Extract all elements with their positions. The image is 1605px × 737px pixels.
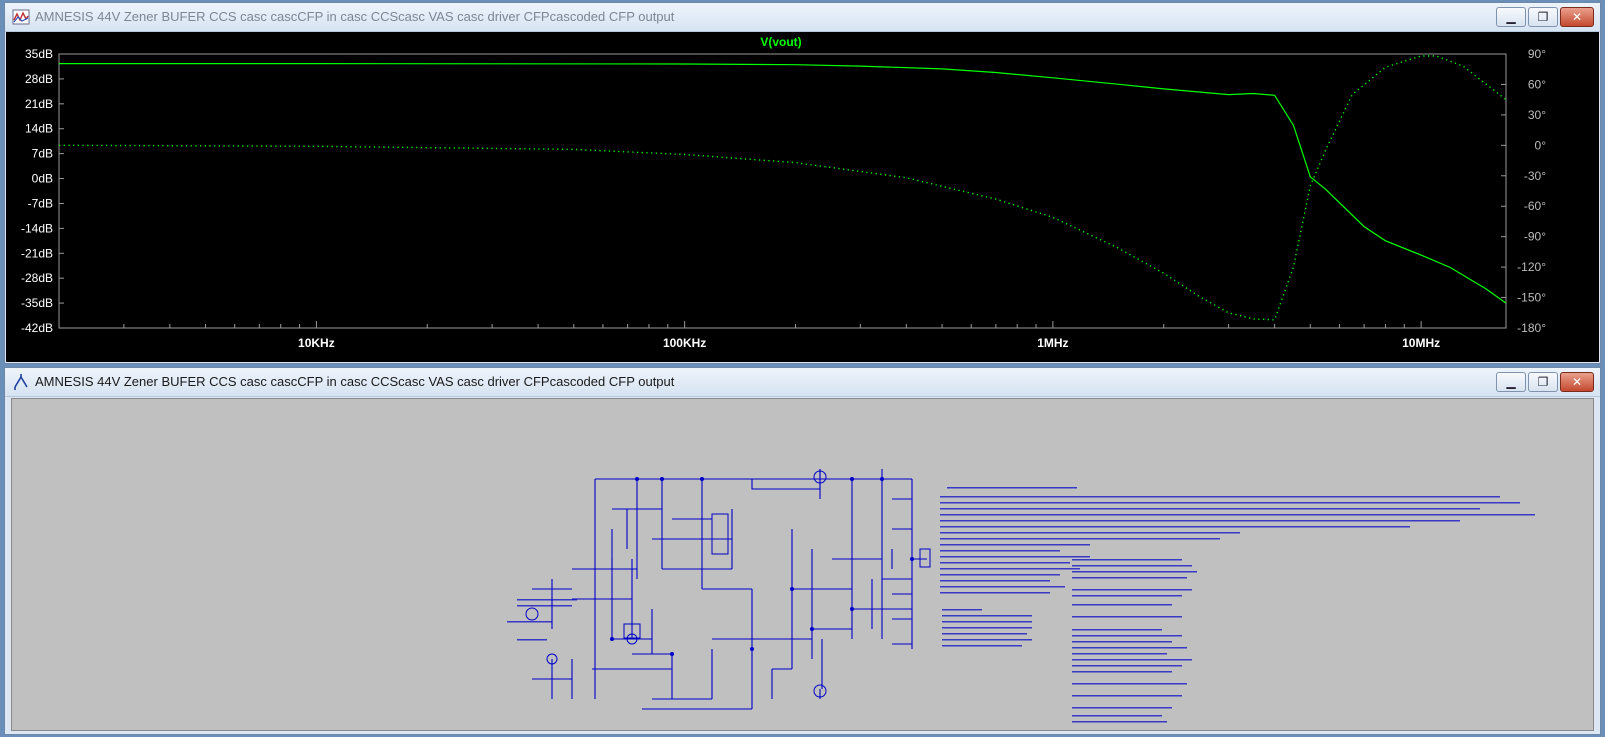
plot-window-title: AMNESIS 44V Zener BUFER CCS casc cascCFP… — [35, 9, 675, 24]
left-tick-label: 35dB — [25, 47, 53, 61]
schematic-canvas[interactable] — [11, 398, 1594, 731]
schematic-window-titlebar[interactable]: AMNESIS 44V Zener BUFER CCS casc cascCFP… — [5, 368, 1600, 397]
schematic-close-button[interactable]: ✕ — [1560, 372, 1594, 392]
right-tick-label: -60° — [1524, 199, 1546, 213]
left-tick-label: -42dB — [21, 321, 53, 335]
schematic-restore-button[interactable]: ❐ — [1528, 372, 1558, 392]
left-tick-label: -14dB — [21, 221, 53, 235]
x-tick-label: 100KHz — [663, 336, 706, 350]
left-tick-label: -7dB — [28, 196, 53, 210]
left-tick-label: 0dB — [32, 172, 53, 186]
right-tick-label: -150° — [1517, 291, 1546, 305]
left-tick-label: 14dB — [25, 122, 53, 136]
waveform-viewer-icon — [12, 9, 30, 25]
x-axis: 10KHz 100KHz 1MHz 10MHz — [58, 321, 1440, 350]
right-tick-label: -30° — [1524, 169, 1546, 183]
left-tick-label: 7dB — [32, 147, 53, 161]
restore-icon: ❐ — [1537, 10, 1549, 24]
right-axis: 90° 60° 30° 0° -30° -60° -90° -120° -150° -180° — [1501, 47, 1546, 335]
restore-button[interactable]: ❐ — [1528, 7, 1558, 27]
close-icon: ✕ — [1571, 375, 1583, 389]
schematic-minimize-button[interactable]: ▁ — [1496, 372, 1526, 392]
phase-trace — [58, 55, 1507, 321]
minimize-icon: ▁ — [1506, 10, 1516, 24]
x-tick-label: 1MHz — [1037, 336, 1068, 350]
traces — [58, 55, 1507, 321]
left-tick-label: 28dB — [25, 72, 53, 86]
restore-icon: ❐ — [1537, 375, 1549, 389]
right-tick-label: -90° — [1524, 230, 1546, 244]
right-tick-label: -180° — [1517, 321, 1546, 335]
left-tick-label: 21dB — [25, 97, 53, 111]
plot-area[interactable]: V(vout) 35dB 28dB 21dB 14dB 7dB 0dB -7dB -14dB -… — [6, 32, 1599, 362]
right-tick-label: 60° — [1528, 77, 1546, 91]
left-tick-label: -21dB — [21, 246, 53, 260]
right-tick-label: 30° — [1528, 108, 1546, 122]
close-icon: ✕ — [1571, 10, 1583, 24]
bode-plot[interactable]: V(vout) 35dB 28dB 21dB 14dB 7dB 0dB -7dB -14dB -… — [6, 32, 1601, 363]
minimize-icon: ▁ — [1506, 375, 1516, 389]
minimize-button[interactable]: ▁ — [1496, 7, 1526, 27]
right-tick-label: 0° — [1535, 138, 1547, 152]
plot-frame — [58, 53, 1507, 329]
x-tick-label: 10MHz — [1402, 336, 1440, 350]
left-axis: 35dB 28dB 21dB 14dB 7dB 0dB -7dB -14dB -21dB -28d… — [21, 47, 64, 335]
schematic-window: AMNESIS 44V Zener BUFER CCS casc cascCFP… — [4, 367, 1601, 735]
schematic-window-title: AMNESIS 44V Zener BUFER CCS casc cascCFP… — [35, 374, 675, 389]
circuit-schematic — [507, 469, 1535, 723]
plot-window: AMNESIS 44V Zener BUFER CCS casc cascCFP… — [4, 2, 1601, 364]
close-button[interactable]: ✕ — [1560, 7, 1594, 27]
plot-window-titlebar[interactable]: AMNESIS 44V Zener BUFER CCS casc cascCFP… — [5, 3, 1600, 32]
left-tick-label: -28dB — [21, 271, 53, 285]
right-tick-label: -120° — [1517, 260, 1546, 274]
right-tick-label: 90° — [1528, 47, 1546, 61]
schematic-icon — [14, 374, 28, 390]
left-tick-label: -35dB — [21, 296, 53, 310]
chart-title: V(vout) — [760, 35, 801, 49]
x-tick-label: 10KHz — [298, 336, 335, 350]
magnitude-trace — [59, 63, 1507, 304]
